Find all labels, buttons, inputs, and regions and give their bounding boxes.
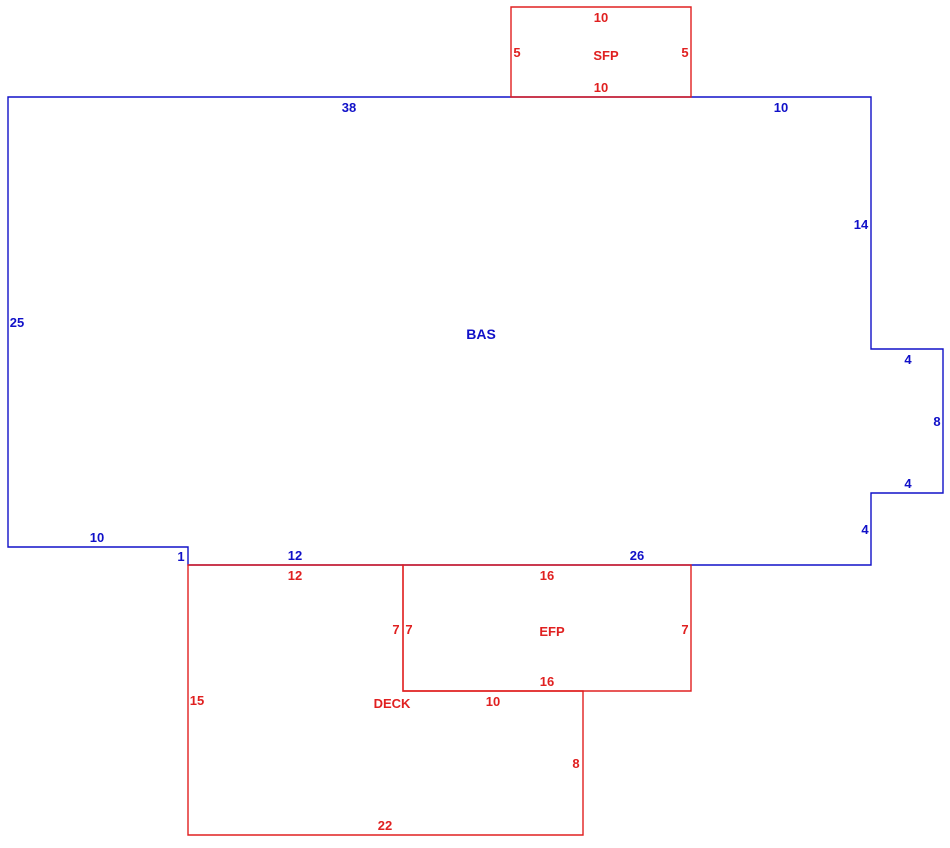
deck-outline xyxy=(187,564,584,836)
bas-top-left-dim: 38 xyxy=(342,100,356,115)
efp-bottom-dim: 16 xyxy=(540,674,554,689)
bas-bottom-right-dim: 26 xyxy=(630,548,644,563)
bas-step-dim: 1 xyxy=(177,549,184,564)
deck-top-dim: 12 xyxy=(288,568,302,583)
bas-right-upper-dim: 14 xyxy=(854,217,869,232)
bas-bump-top-dim: 4 xyxy=(904,352,912,367)
deck-inner-bottom-dim: 10 xyxy=(486,694,500,709)
bas-outline xyxy=(7,96,944,566)
sfp-left-dim: 5 xyxy=(513,45,520,60)
bas-area-label: BAS xyxy=(466,326,496,342)
sfp-right-dim: 5 xyxy=(681,45,688,60)
deck-right-dim: 8 xyxy=(572,756,579,771)
sfp-bottom-dim: 10 xyxy=(594,80,608,95)
deck-left-dim: 15 xyxy=(190,693,204,708)
efp-area-label: EFP xyxy=(539,624,565,639)
efp-right-dim: 7 xyxy=(681,622,688,637)
bas-left-dim: 25 xyxy=(10,315,24,330)
efp-top-dim: 16 xyxy=(540,568,554,583)
deck-bottom-dim: 22 xyxy=(378,818,392,833)
efp-left-dim: 7 xyxy=(405,622,412,637)
sfp-area-label: SFP xyxy=(593,48,619,63)
deck-inner-left-dim: 7 xyxy=(392,622,399,637)
sfp-top-dim: 10 xyxy=(594,10,608,25)
bas-bump-bottom-dim: 4 xyxy=(904,476,912,491)
bas-bump-right-dim: 8 xyxy=(933,414,940,429)
bas-bottom-mid-dim: 12 xyxy=(288,548,302,563)
bas-top-right-dim: 10 xyxy=(774,100,788,115)
deck-area-label: DECK xyxy=(374,696,411,711)
bas-right-lower-dim: 4 xyxy=(861,522,869,537)
bas-bottom-left-dim: 10 xyxy=(90,530,104,545)
sfp-outline xyxy=(510,6,692,98)
